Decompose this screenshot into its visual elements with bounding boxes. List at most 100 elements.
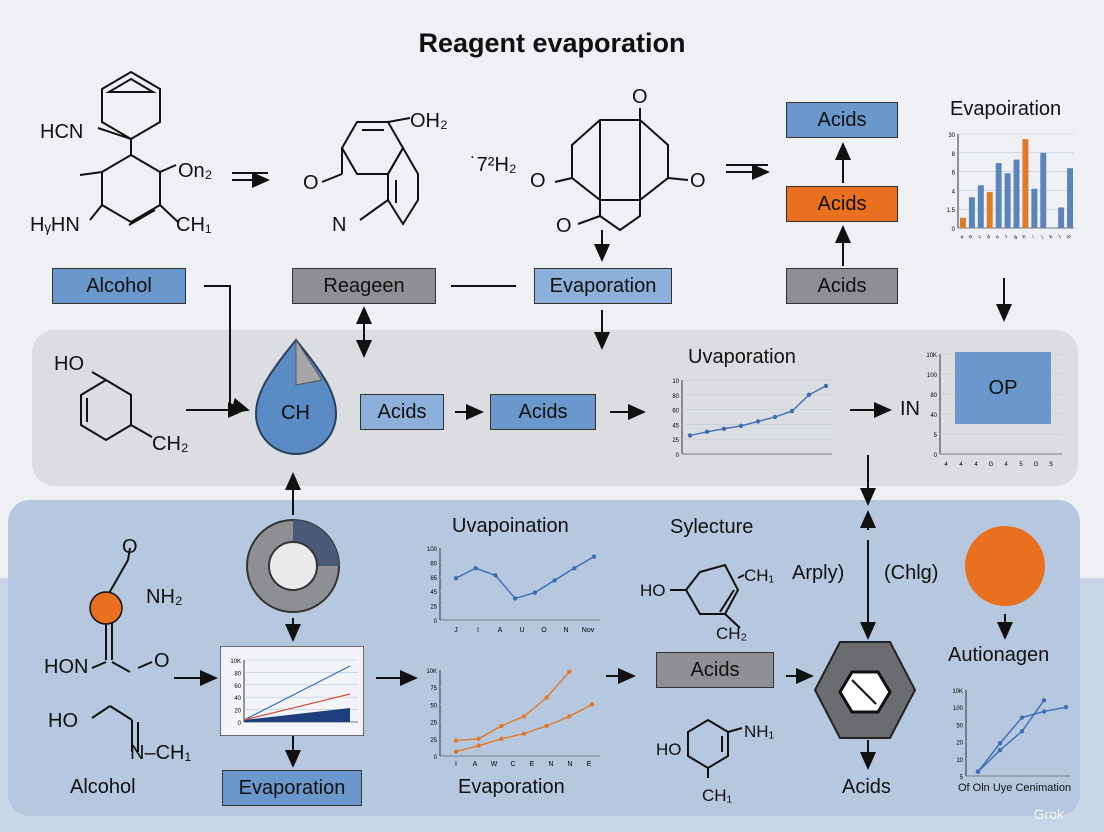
au-tick-label: 20 [956,741,963,747]
label-acids-hex: Acids [842,776,891,798]
au-series-1-point [1041,709,1047,714]
or-tick-label: 10K [426,669,437,675]
mid-series-point [755,419,761,424]
acids-box-gray[interactable]: Acids [786,268,898,304]
uv-tick-label: 65 [430,576,437,582]
mid-tick-label: 25 [672,438,679,444]
molecule-cyclohexene [670,563,745,629]
label-alcohol-bottom: Alcohol [70,776,136,798]
tri-area [244,708,350,722]
donut-icon [246,519,340,613]
uv-series [455,556,595,600]
or-series-point [544,723,549,729]
bar [986,192,993,228]
or-xtick-label: C [510,761,515,768]
or-series-point [499,723,504,729]
or-series-point [476,736,481,741]
or-series-point [453,749,459,754]
acids-box-mid-2[interactable]: Acids [490,394,596,430]
label-ho-phenol: HO [54,353,84,375]
au-series-1-point [1063,705,1069,710]
lower-band [8,500,1080,816]
op-tick-label: 10K [926,353,937,359]
tri-line-blue [243,665,351,721]
label-o-left: O [530,170,546,192]
uv-series-point [512,596,518,601]
or-series-point [567,669,572,674]
watermark: Grok [1033,806,1064,822]
mid-series-point [721,426,727,432]
bar [1022,139,1029,228]
alcohol-box[interactable]: Alcohol [52,268,186,304]
or-xtick-label: A [473,761,478,768]
bar [1031,188,1038,228]
bar [1040,152,1047,228]
bar-category-label: h [1022,234,1028,241]
label-arply: Arply) [792,562,845,584]
or-xtick-label: E [587,761,592,768]
label-in: IN [900,398,920,420]
uv-series-point [552,578,557,583]
or-series [455,671,570,742]
acids-box-bottom[interactable]: Acids [656,652,774,688]
uv-series-point [572,565,577,571]
label-ho-syl: HO [640,581,666,600]
uv-xtick-label: Nov [582,627,595,634]
molecule-3 [554,108,689,232]
au-series-2-point [975,769,981,774]
uv-series-point [473,565,478,571]
acids-box-mid-1[interactable]: Acids [360,394,444,430]
label-autionagen: Autionagen [948,644,1050,666]
op-tick-label: 80 [930,393,937,399]
evaporation-box-bottom[interactable]: Evaporation [222,770,362,806]
uv-xtick-label: U [519,627,524,634]
uv-xtick-label: A [498,627,503,634]
op-tick-label: 40 [930,413,937,419]
bar [960,217,966,228]
uv-tick-label: 45 [430,590,437,596]
acids-box-top[interactable]: Acids [786,102,898,138]
tri-tick-label: 20 [234,709,241,715]
bar-category-label: e [995,234,1001,241]
bar [1013,159,1020,228]
acids-box-orange[interactable]: Acids [786,186,898,222]
op-box[interactable]: OP [955,352,1051,424]
atom-orange [89,591,123,625]
chart-evapoiration-title: Evapoiration [950,98,1062,120]
bars-tick-label: 30 [948,133,955,139]
evaporation-box-top[interactable]: Evaporation [534,268,672,304]
mid-tick-label: 60 [672,409,679,415]
molecule-amide [91,547,153,752]
or-tick-label: 25 [430,721,437,727]
bar [1058,207,1065,228]
tri-tick-label: 60 [234,684,241,690]
mid-tick-label: 10 [672,379,679,385]
reageen-box[interactable]: Reageen [292,268,436,304]
label-on2: On₂ [178,160,213,182]
uv-xtick-label: J [454,627,458,634]
or-series [455,703,593,753]
au-series-1-point [997,741,1003,746]
mid-series-point [738,423,744,429]
bar-category-label: m [1066,233,1073,240]
au-tick-label: 10K [952,689,963,695]
label-hbhn: HᵧHN [30,214,80,236]
mid-series-point [789,408,795,414]
chart-uvaporation-title: Uvaporation [688,346,796,368]
au-tick-label: 50 [956,723,963,729]
bar-category-label: d [986,234,992,241]
label-ch1: CH₁ [176,214,212,236]
chart-uvapoination-title: Uvapoination [452,515,569,537]
op-xtick-label: 4 [959,462,963,468]
bar [1067,168,1073,228]
uv-tick-label: 100 [427,547,438,553]
op-xtick-label: 4 [974,462,978,468]
label-nh1: NH₁ [744,722,775,741]
bar-category-label: f [1004,234,1009,240]
op-tick-label: 100 [927,373,938,379]
or-tick-label: 0 [434,755,438,761]
